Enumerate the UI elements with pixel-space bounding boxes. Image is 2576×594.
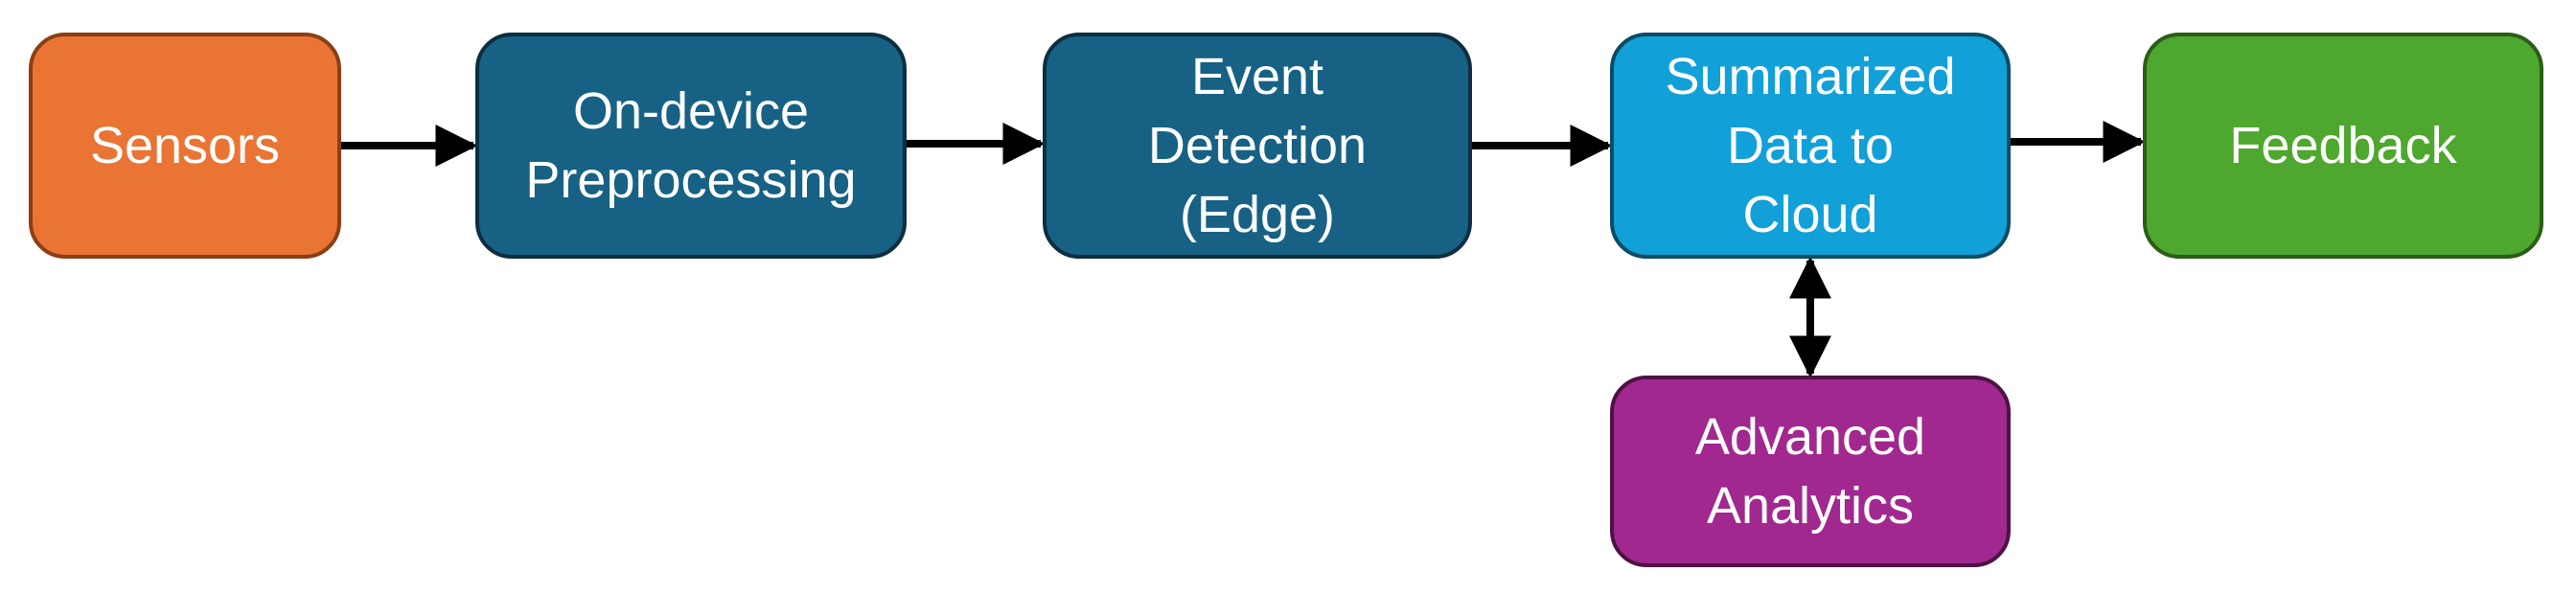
sensors-node: Sensors xyxy=(29,33,341,259)
analytics-node: Advanced Analytics xyxy=(1610,376,2011,567)
feedback-node: Feedback xyxy=(2143,33,2543,259)
preprocessing-label: On-device Preprocessing xyxy=(525,82,857,209)
sensors-label: Sensors xyxy=(89,117,281,174)
preprocessing-node: On-device Preprocessing xyxy=(475,33,907,259)
cloud-node: Summarized Data to Cloud xyxy=(1610,33,2011,259)
event-detection-label: Event Detection (Edge) xyxy=(1147,48,1368,243)
event-detection-node: Event Detection (Edge) xyxy=(1043,33,1472,259)
cloud-label: Summarized Data to Cloud xyxy=(1665,48,1956,243)
feedback-label: Feedback xyxy=(2229,117,2457,174)
analytics-label: Advanced Analytics xyxy=(1694,408,1926,535)
